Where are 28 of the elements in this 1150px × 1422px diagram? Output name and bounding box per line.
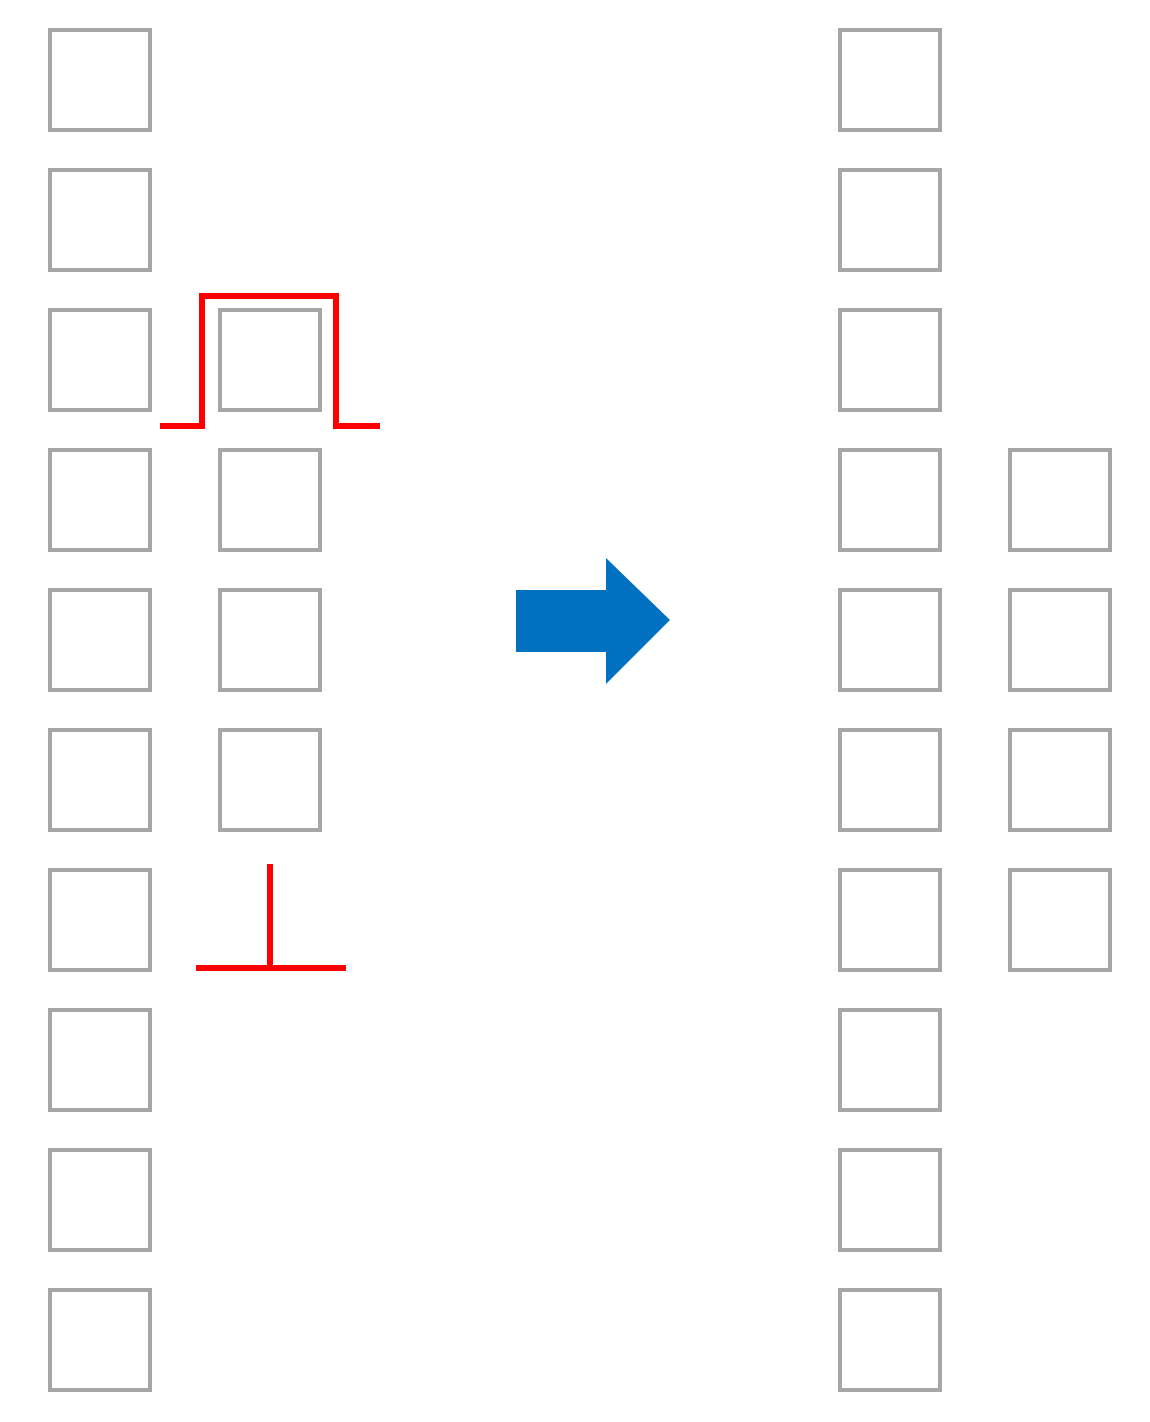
empty-box [838,1288,942,1392]
empty-box [48,728,152,832]
empty-box [1008,448,1112,552]
empty-box [838,588,942,692]
empty-box [1008,728,1112,832]
empty-box [218,588,322,692]
empty-box [838,868,942,972]
empty-box [48,168,152,272]
empty-box [838,728,942,832]
empty-box [48,308,152,412]
empty-box [218,308,322,412]
empty-box [48,448,152,552]
empty-box [218,728,322,832]
empty-box [1008,588,1112,692]
empty-box [838,308,942,412]
empty-box [1008,868,1112,972]
empty-box [838,1008,942,1112]
empty-box [838,168,942,272]
empty-box [48,588,152,692]
empty-box [218,448,322,552]
empty-box [838,28,942,132]
empty-box [48,1008,152,1112]
empty-box [48,28,152,132]
empty-box [838,448,942,552]
empty-box [838,1148,942,1252]
empty-box [48,1288,152,1392]
empty-box [48,868,152,972]
empty-box [48,1148,152,1252]
